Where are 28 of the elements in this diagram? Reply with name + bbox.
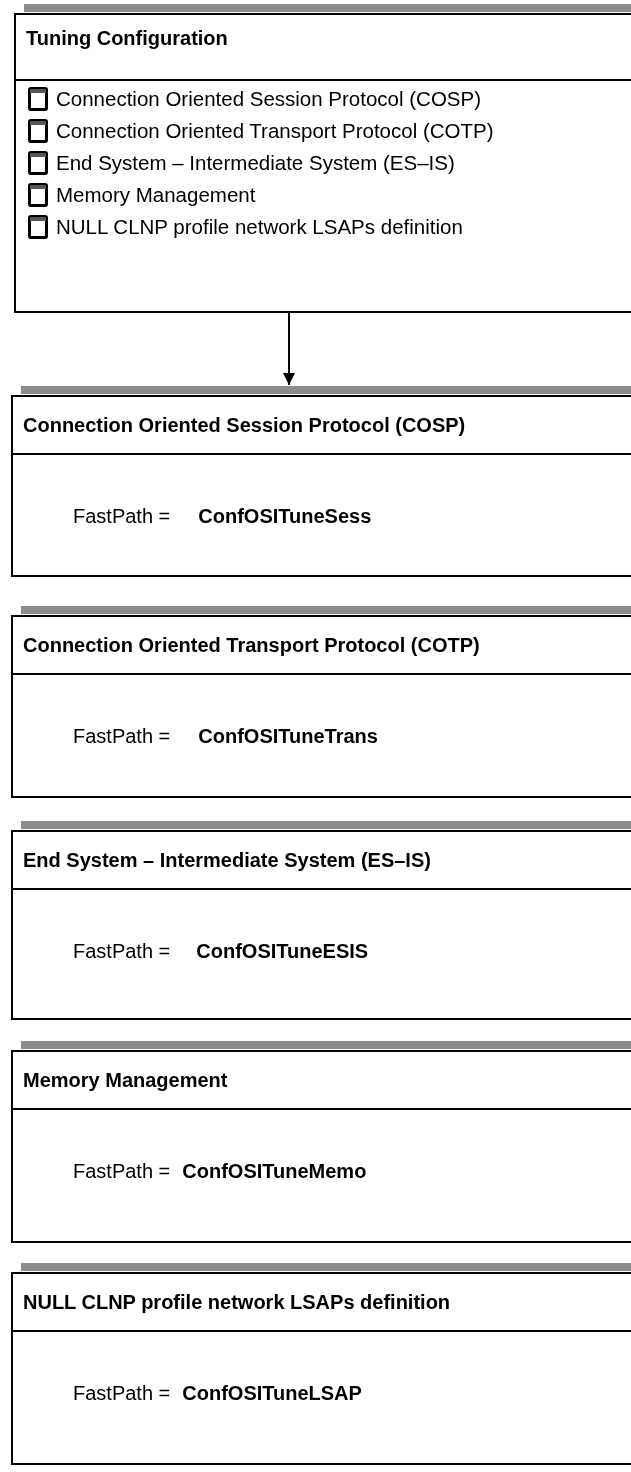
- field-value: ConfOSITuneTrans: [198, 725, 378, 748]
- menu-item-text: End System – Intermediate System (ES–IS): [56, 151, 455, 175]
- field-label: FastPath =: [73, 505, 171, 528]
- field-label: FastPath =: [73, 725, 171, 748]
- menu-item-text: Connection Oriented Transport Protocol (COTP): [56, 119, 494, 143]
- arrow: [283, 312, 295, 386]
- panel-title: Memory Management: [23, 1068, 228, 1092]
- panel-title: End System – Intermediate System (ES–IS): [23, 848, 431, 872]
- panel-title: Connection Oriented Transport Protocol (COTP): [23, 633, 480, 657]
- field-label: FastPath =: [73, 1382, 171, 1405]
- panel-title: Connection Oriented Session Protocol (COSP): [23, 413, 466, 437]
- panel-title: Tuning Configuration: [26, 27, 228, 50]
- window-panel: [11, 395, 631, 577]
- field-label: FastPath =: [73, 1160, 171, 1183]
- field-value: ConfOSITuneSess: [198, 505, 372, 528]
- menu-item-text: Connection Oriented Session Protocol (COSP): [56, 87, 481, 111]
- window-panel: [11, 1050, 631, 1243]
- window-panel: [11, 1272, 631, 1465]
- field-label: FastPath =: [73, 940, 171, 963]
- panel-title: NULL CLNP profile network LSAPs definition: [23, 1290, 451, 1314]
- window-panel: [14, 13, 631, 313]
- field-value: ConfOSITuneLSAP: [182, 1382, 362, 1405]
- window-panel: [11, 615, 631, 798]
- field-value: ConfOSITuneESIS: [196, 940, 369, 963]
- menu-item-text: Memory Management: [56, 183, 256, 207]
- window-panel: [11, 830, 631, 1020]
- field-value: ConfOSITuneMemo: [182, 1160, 367, 1183]
- menu-item-text: NULL CLNP profile network LSAPs definition: [56, 215, 463, 239]
